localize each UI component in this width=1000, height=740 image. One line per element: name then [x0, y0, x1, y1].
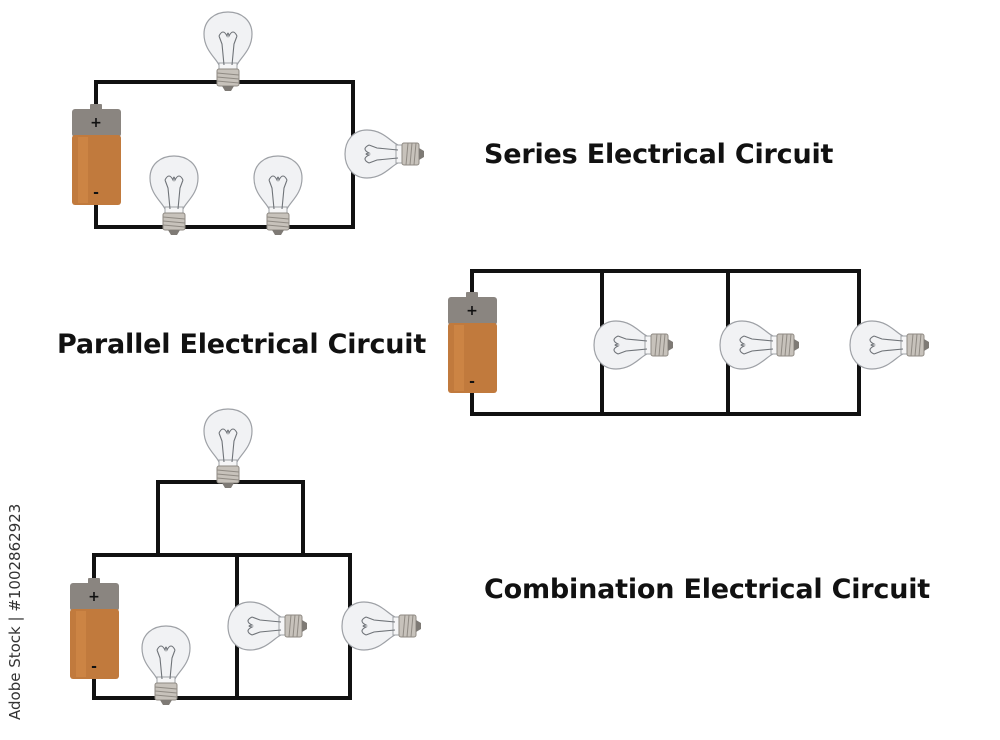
lightbulb-icon [593, 320, 674, 370]
combination-battery: + - [70, 578, 119, 679]
series-circuit: + - [72, 11, 425, 236]
combination-wire [92, 553, 352, 700]
negative-sign: - [91, 659, 97, 675]
lightbulb-icon [849, 320, 930, 370]
lightbulb-icon [253, 155, 303, 236]
lightbulb-icon [341, 601, 422, 651]
positive-sign: + [88, 589, 100, 605]
parallel-circuit-label: Parallel Electrical Circuit [57, 329, 427, 360]
combination-circuit: + - [70, 408, 422, 706]
lightbulb-icon [203, 11, 253, 92]
lightbulb-icon [149, 155, 199, 236]
negative-sign: - [93, 185, 99, 201]
positive-sign: + [466, 303, 478, 319]
stock-watermark: Adobe Stock | #1002862923 [6, 503, 24, 720]
series-battery: + - [72, 104, 121, 205]
negative-sign: - [469, 374, 475, 390]
lightbulb-icon [227, 601, 308, 651]
lightbulb-icon [203, 408, 253, 489]
lightbulb-icon [719, 320, 800, 370]
series-circuit-label: Series Electrical Circuit [484, 139, 834, 170]
combination-top-loop-wire [156, 480, 305, 557]
lightbulb-icon [141, 625, 191, 706]
parallel-battery: + - [448, 292, 497, 393]
lightbulb-icon [344, 129, 425, 179]
series-wire [94, 80, 355, 229]
positive-sign: + [90, 115, 102, 131]
combination-circuit-label: Combination Electrical Circuit [484, 574, 930, 605]
parallel-circuit: + - [448, 269, 930, 416]
